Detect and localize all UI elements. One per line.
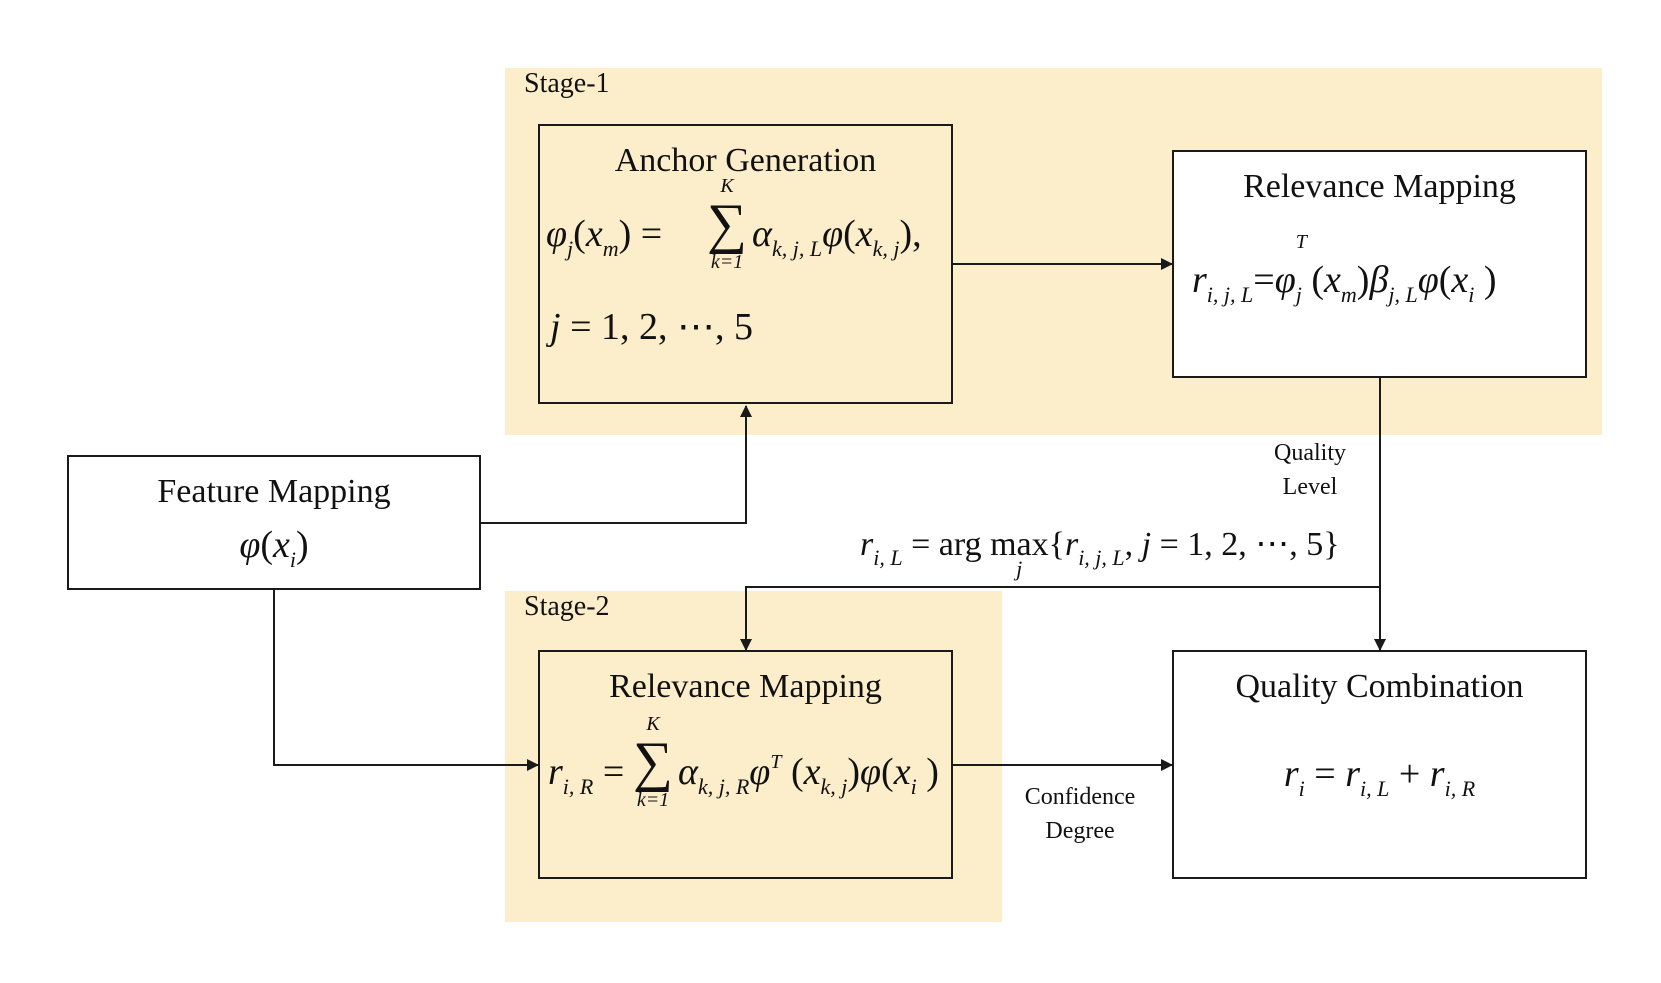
anchor-generation-formula: φj(xm) = K ∑ k=1 αk, j, Lφ(xk, j), xyxy=(546,175,922,273)
confidence-degree-label: Confidence Degree xyxy=(1024,784,1136,844)
edge-feature-to-relevance2 xyxy=(273,590,539,771)
feature-mapping-box: Feature Mapping φ(xi) xyxy=(67,455,481,590)
relevance-mapping-stage1-title: Relevance Mapping xyxy=(1243,168,1516,205)
feature-mapping-formula: φ(xi) xyxy=(239,524,309,572)
quality-combination-title: Quality Combination xyxy=(1235,668,1524,705)
anchor-generation-title: Anchor Generation xyxy=(614,142,877,179)
edge-feature-to-anchor xyxy=(481,405,752,524)
edge-argmax-to-relevance2 xyxy=(740,586,1380,651)
anchor-generation-index: j = 1, 2, ⋯, 5 xyxy=(550,306,753,348)
quality-combination-box: Quality Combination ri = ri, L + ri, R xyxy=(1172,650,1587,879)
quality-level-label: Quality Level xyxy=(1274,440,1346,500)
anchor-generation-box: Anchor Generation φj(xm) = K ∑ k=1 αk, j… xyxy=(538,124,953,404)
stage-2-label: Stage-2 xyxy=(524,591,610,622)
stage-1-label: Stage-1 xyxy=(524,68,610,99)
relevance-mapping-stage2-box: Relevance Mapping ri, R = K ∑ k=1 αk, j,… xyxy=(538,650,953,879)
relevance-mapping-stage2-formula: ri, R = K ∑ k=1 αk, j, RφT (xk, j)φ(xi ) xyxy=(548,713,939,811)
feature-mapping-title: Feature Mapping xyxy=(157,473,391,510)
quality-combination-formula: ri = ri, L + ri, R xyxy=(1283,753,1476,801)
relevance-mapping-stage2-title: Relevance Mapping xyxy=(609,668,882,705)
